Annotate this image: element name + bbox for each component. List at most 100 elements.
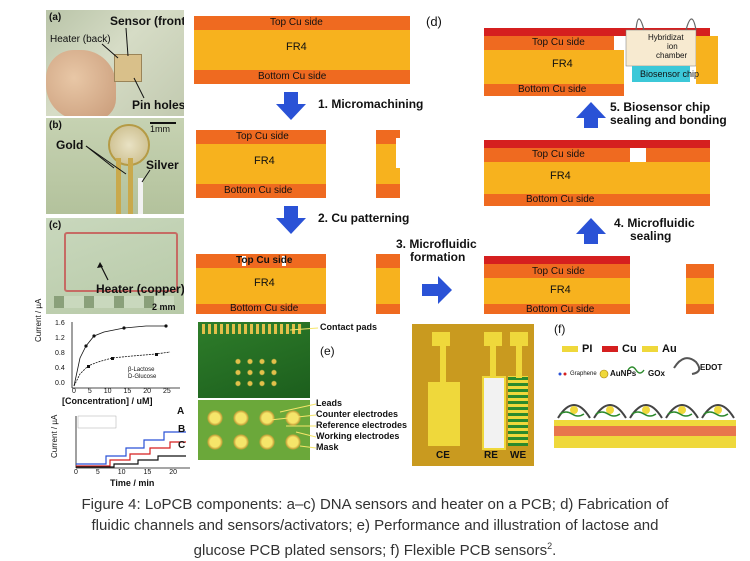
panel-a-pointers xyxy=(101,27,145,99)
re-electrode xyxy=(482,376,506,450)
au-legend: Au xyxy=(662,343,677,355)
panel-c-scale: 2 mm xyxy=(152,302,176,312)
stack-5 xyxy=(484,140,710,206)
s6-bottom-cu: Bottom Cu side xyxy=(518,84,587,95)
plot1-xlabel: [Concentration] / uM] xyxy=(62,396,153,406)
panel-a-tag: (a) xyxy=(49,12,62,23)
cu-legend: Cu xyxy=(622,343,637,355)
panel-e-tag: (e) xyxy=(320,344,335,358)
plot1-ytick-1: 1.2 xyxy=(55,335,65,342)
panel-b-photo: (b) 1mm Gold Silver xyxy=(46,118,184,214)
plot1-xtick-4: 20 xyxy=(143,388,152,395)
s6-top-cu: Top Cu side xyxy=(532,37,585,48)
plot2-xtick-0: 0 xyxy=(74,469,78,476)
heater-trace xyxy=(64,232,178,292)
plot2-letter-c: C xyxy=(178,440,186,451)
s3-bottom-cu: Bottom Cu side xyxy=(230,303,299,314)
biosensor-chip-label: Biosensor chip xyxy=(640,69,700,79)
flex-sensor-photo: CE RE WE xyxy=(412,324,534,466)
silver-trace xyxy=(138,178,143,214)
plot2-xtick-1: 5 xyxy=(95,469,100,476)
counter-electrodes-label: Counter electrodes xyxy=(316,409,399,419)
caption-line-2: fluidic channels and sensors/activators;… xyxy=(91,517,659,534)
plot2-ylabel: Current / µA xyxy=(50,414,59,458)
process-arrows xyxy=(276,92,606,304)
plot2-xtick-3: 15 xyxy=(143,469,152,476)
hyb-label-2: ion xyxy=(667,42,678,51)
s5-bottom-cu: Bottom Cu side xyxy=(526,194,595,205)
we-label: WE xyxy=(510,450,527,461)
ce-pad xyxy=(432,332,450,346)
caption-line-3: glucose PCB plated sensors; f) Flexible … xyxy=(0,536,750,561)
s5-top-cu: Top Cu side xyxy=(532,149,585,160)
mask-label: Mask xyxy=(316,442,339,452)
step3-label-b: formation xyxy=(410,250,466,264)
plot2-letter-b: B xyxy=(178,424,186,435)
plot-1 xyxy=(46,318,194,406)
s2-top-cu: Top Cu side xyxy=(236,131,289,142)
step5-label-b: sealing and bonding xyxy=(610,113,727,127)
plot2-xtick-2: 10 xyxy=(117,469,126,476)
pcb-photo-top xyxy=(198,322,310,398)
panel-c-tag: (c) xyxy=(49,220,62,231)
step4-label-a: 4. Microfluidic xyxy=(614,216,695,230)
panel-d-tag: (d) xyxy=(426,14,442,29)
plot1-ytick-4: 0.0 xyxy=(55,380,65,387)
we-electrode xyxy=(508,376,528,446)
silver-label: Silver xyxy=(146,158,179,172)
electrode-array xyxy=(202,406,306,454)
plot1-points xyxy=(73,324,171,387)
ce-label: CE xyxy=(436,450,450,461)
panel-f-tag: (f) xyxy=(554,322,566,336)
panel-a-photo: (a) Sensor (front) Heater (back) Pin hol… xyxy=(46,10,184,116)
plot1-ytick-0: 1.6 xyxy=(55,320,65,327)
plot-2 xyxy=(46,412,194,480)
plot2-xlabel: Time / min xyxy=(110,478,155,488)
gold-label: Gold xyxy=(56,138,84,152)
panel-e-pointers xyxy=(269,327,319,449)
s1-bottom-cu: Bottom Cu side xyxy=(258,71,327,82)
pin-holes-label: Pin holes xyxy=(132,98,184,112)
panel-b-pointers xyxy=(85,145,151,183)
leads-label: Leads xyxy=(316,398,343,408)
we-stem xyxy=(516,344,522,378)
plot1-xtick-0: 0 xyxy=(72,388,76,395)
s2-fr4: FR4 xyxy=(254,155,275,167)
plot1-xticks: 0 5 10 15 20 25 xyxy=(72,388,171,395)
plot2-letter-a: A xyxy=(177,406,185,417)
plot1-legend-1: β-Lactose xyxy=(128,367,155,373)
step1-label: 1. Micromachining xyxy=(318,97,424,111)
figure-caption: Figure 4: LoPCB components: a–c) DNA sen… xyxy=(0,494,750,561)
s2-bottom-cu: Bottom Cu side xyxy=(224,185,293,196)
pad-row xyxy=(54,296,174,308)
stack-2 xyxy=(196,130,404,198)
gold-trace xyxy=(116,158,121,214)
caption-line-1: Figure 4: LoPCB components: a–c) DNA sen… xyxy=(81,496,669,513)
caption-line-3-text: glucose PCB plated sensors; f) Flexible … xyxy=(193,542,548,559)
panel-c-pointers xyxy=(97,262,109,281)
electrode-grid xyxy=(232,356,278,390)
panel-b-scale: 1mm xyxy=(150,124,170,134)
graphene-legend: Graphene xyxy=(570,371,597,377)
plot2-xtick-4: 20 xyxy=(169,469,178,476)
stack-6 xyxy=(484,18,718,96)
pi-legend: PI xyxy=(582,343,593,355)
we-pad xyxy=(510,332,528,346)
hyb-label-1: Hybridizat xyxy=(648,33,684,42)
s1-top-cu: Top Cu side xyxy=(270,17,323,28)
reference-electrodes-label: Reference electrodes xyxy=(316,420,408,430)
s5-fr4: FR4 xyxy=(550,170,571,182)
s4-fr4: FR4 xyxy=(550,284,571,296)
flex-layer-diagram xyxy=(554,346,736,448)
hand-shape xyxy=(46,50,116,116)
s4-top-cu: Top Cu side xyxy=(532,266,585,277)
stack-1 xyxy=(194,16,410,84)
s3-top-cu: Top Cu side xyxy=(236,255,293,266)
ce-stem xyxy=(440,344,446,384)
s1-fr4: FR4 xyxy=(286,41,307,53)
re-stem xyxy=(490,344,496,378)
gold-trace-2 xyxy=(128,158,133,214)
plot2-xticks: 0 5 10 15 20 xyxy=(74,469,177,476)
plot1-ytick-2: 0.8 xyxy=(55,350,65,357)
plot1-xtick-2: 10 xyxy=(103,388,112,395)
